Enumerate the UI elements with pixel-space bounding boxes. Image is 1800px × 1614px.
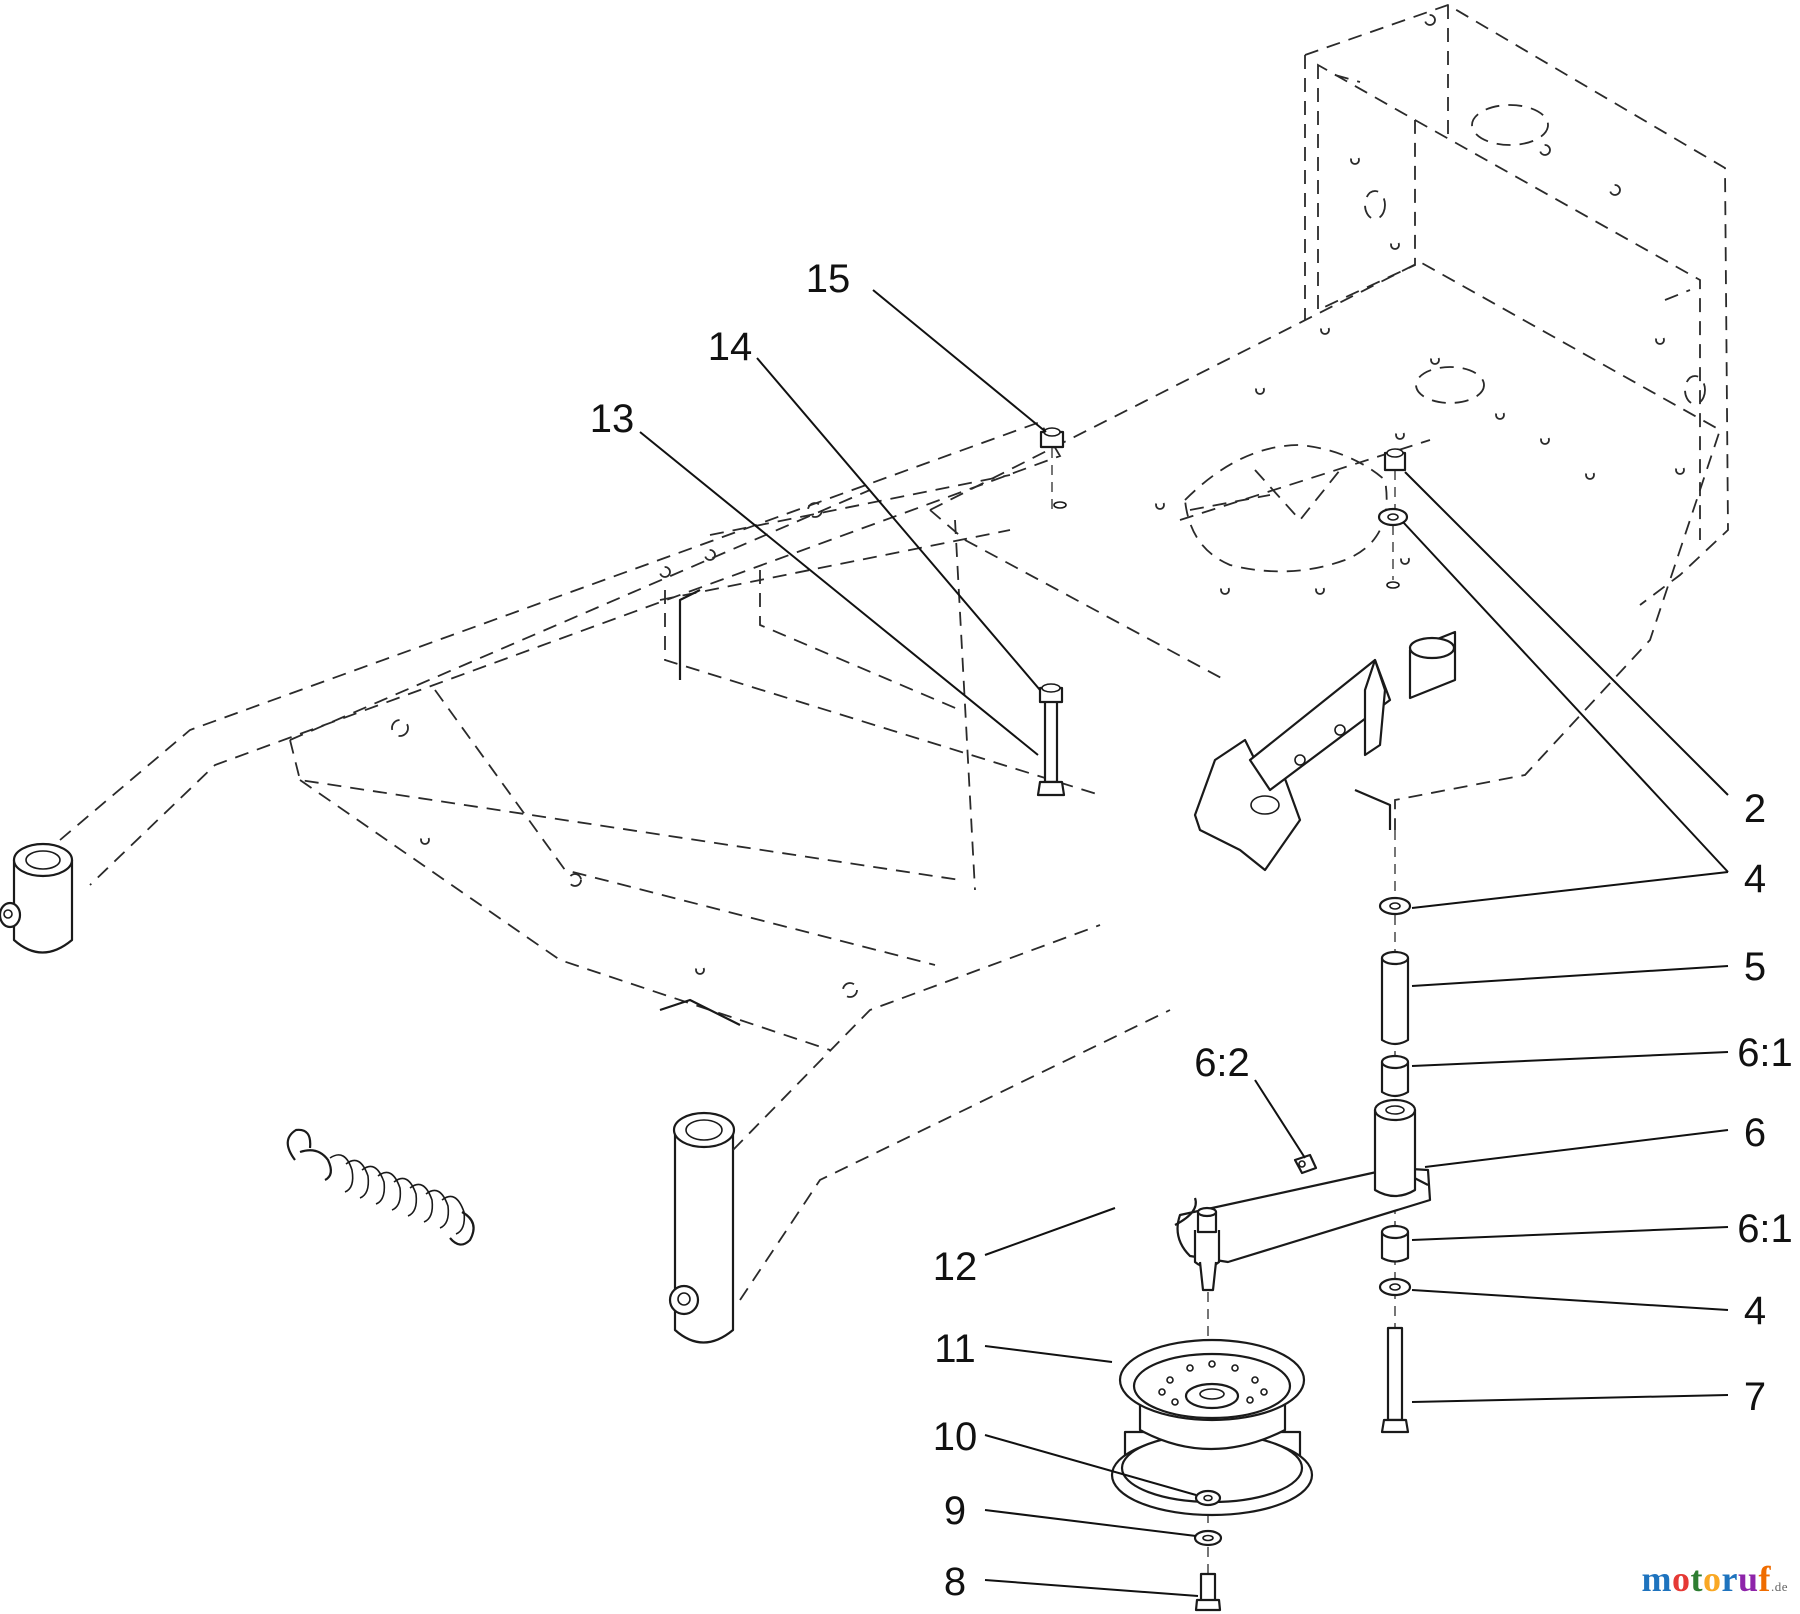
idler-pulley-11 [1110, 1338, 1314, 1517]
bolt-2 [1383, 448, 1407, 510]
callout-14: 14 [708, 325, 753, 369]
watermark-letter: r [1721, 1559, 1738, 1599]
engine-mount-plate-phantom [1304, 4, 1729, 606]
leader-4-upper [1402, 521, 1729, 873]
callout-6-1-upper: 6:1 [1737, 1031, 1793, 1075]
leader-10 [984, 1434, 1197, 1496]
callout-4-lower: 4 [1744, 1289, 1766, 1333]
idler-arm-6 [1176, 1098, 1432, 1595]
washer-4-upper [1377, 507, 1409, 589]
callout-6: 6 [1744, 1111, 1766, 1155]
leader-9 [984, 1509, 1197, 1537]
extension-spring-12 [286, 1128, 1197, 1246]
nut-15 [1039, 427, 1067, 510]
site-watermark: motoruf.de [1641, 1558, 1788, 1600]
callout-2: 2 [1744, 787, 1766, 831]
callout-4-upper: 4 [1744, 857, 1766, 901]
bolt-13 [1036, 698, 1066, 797]
washer-9 [1193, 1529, 1223, 1547]
leader-12 [984, 1207, 1116, 1256]
callout-15: 15 [806, 257, 851, 301]
leader-6 [1424, 1129, 1729, 1168]
spring-coils [299, 1149, 475, 1246]
washer-4-mid [1378, 896, 1412, 916]
leader-2 [1404, 471, 1729, 796]
callout-10: 10 [933, 1415, 978, 1459]
nut-14 [1038, 683, 1064, 704]
watermark-letter: t [1690, 1559, 1703, 1599]
right-caster-tube [668, 924, 1171, 1344]
watermark-letter: m [1641, 1559, 1672, 1599]
callout-11: 11 [934, 1327, 976, 1371]
callout-8: 8 [944, 1560, 966, 1604]
leader-6-1-upper [1411, 1051, 1729, 1067]
leader-6-1-lower [1411, 1226, 1729, 1241]
leader-13 [639, 431, 1039, 756]
bolt-7 [1380, 1326, 1410, 1434]
spacer-5 [1380, 950, 1410, 1046]
callout-5: 5 [1744, 945, 1766, 989]
callout-6-1-lower: 6:1 [1737, 1207, 1793, 1251]
watermark-letter: f [1758, 1559, 1771, 1599]
leader-11 [984, 1345, 1113, 1363]
leader-8 [984, 1579, 1199, 1597]
chassis-frame-phantom [59, 420, 1101, 1051]
watermark-letter: o [1702, 1559, 1722, 1599]
watermark-letter: u [1737, 1559, 1759, 1599]
washer-4-lower [1378, 1277, 1412, 1297]
bushing-6-1-upper [1380, 1054, 1410, 1098]
leader-lines [639, 289, 1729, 1597]
leader-7 [1411, 1394, 1729, 1403]
callout-7: 7 [1744, 1375, 1766, 1419]
leader-15 [872, 289, 1047, 433]
bushing-6-1-lower [1380, 1224, 1410, 1263]
callout-13: 13 [590, 397, 635, 441]
leader-4-lower [1411, 1289, 1729, 1311]
watermark-letter: o [1671, 1559, 1691, 1599]
leader-6-2 [1254, 1079, 1306, 1159]
callout-labels: 15 14 13 2 4 5 6:1 6:2 6 6:1 4 7 12 11 1… [590, 257, 1793, 1604]
washer-10 [1194, 1489, 1222, 1507]
leader-14 [756, 357, 1041, 691]
leader-5 [1411, 965, 1729, 987]
leader-4-mid [1411, 871, 1729, 909]
watermark-suffix: .de [1770, 1579, 1788, 1594]
bolt-8 [1194, 1572, 1222, 1612]
callout-12: 12 [933, 1245, 978, 1289]
center-mounting-bracket [659, 589, 1457, 1026]
callout-6-2: 6:2 [1194, 1041, 1250, 1085]
left-caster-tube [0, 842, 74, 954]
callout-9: 9 [944, 1489, 966, 1533]
grease-fitting-6-2 [1293, 1153, 1318, 1175]
